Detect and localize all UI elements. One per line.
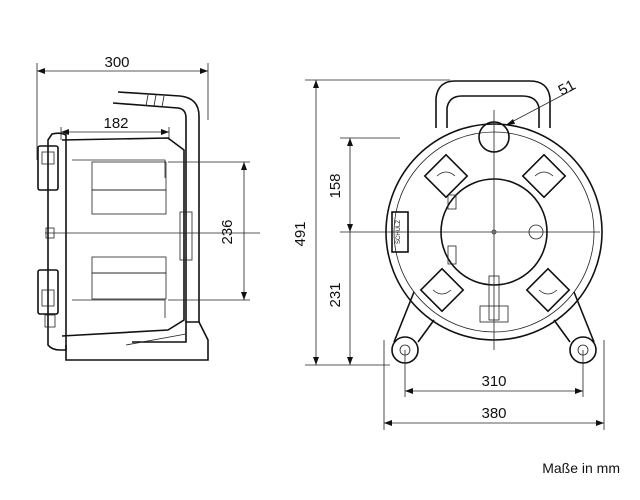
units-note: Maße in mm	[542, 460, 620, 476]
dimension-foot-inner: 310	[404, 350, 584, 397]
dim-upper-height-label: 158	[327, 173, 344, 198]
brand-mark: SCHULZ	[396, 220, 402, 244]
dimension-hole-diameter: 51	[505, 77, 579, 126]
dim-side-width-label: 300	[104, 54, 129, 71]
dimension-total-height: 491	[292, 79, 450, 366]
dimension-upper-height: 158	[327, 137, 400, 232]
dimension-foot-outer: 380	[383, 340, 605, 430]
dimension-lower-height: 231	[327, 232, 353, 365]
dimension-side-width: 300	[36, 54, 209, 160]
dim-hole-diameter-label: 51	[556, 77, 579, 100]
side-view: 300 182	[36, 54, 260, 361]
dim-total-height-label: 491	[292, 221, 309, 246]
dim-lower-height-label: 231	[327, 282, 344, 307]
dim-foot-inner-label: 310	[481, 373, 506, 390]
front-view: 491 158 231 51	[292, 77, 605, 430]
brand-plate: SCHULZ	[391, 211, 409, 253]
socket-bottom-left	[419, 267, 465, 313]
dim-drum-width-label: 182	[103, 115, 128, 132]
dimension-drum-width: 182	[60, 115, 170, 140]
dim-side-height-label: 236	[219, 219, 236, 244]
socket-top-right	[521, 153, 567, 199]
socket-top-left	[423, 153, 469, 199]
socket-bottom-right	[525, 267, 571, 313]
dim-foot-outer-label: 380	[481, 405, 506, 422]
dimension-side-height: 236	[168, 161, 250, 301]
